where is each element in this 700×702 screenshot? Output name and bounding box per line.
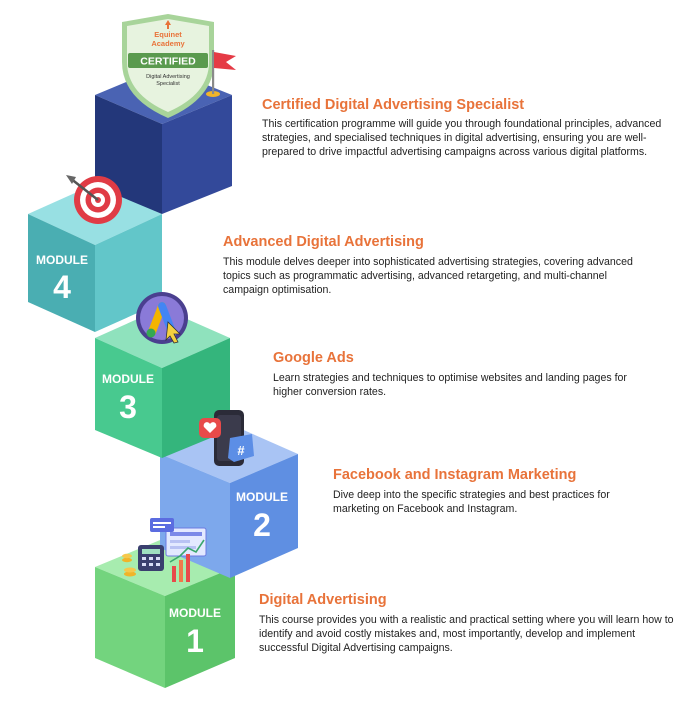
- module-2-number: 2: [253, 507, 271, 543]
- module-4-label: MODULE: [36, 253, 88, 267]
- module-1-number: 1: [186, 623, 204, 659]
- hashtag-icon: #: [237, 443, 245, 458]
- module-3-description: Learn strategies and techniques to optim…: [273, 372, 627, 399]
- module-4-title: Advanced Digital Advertising: [223, 234, 424, 250]
- module-3-number: 3: [119, 389, 137, 425]
- module-4-number: 4: [53, 269, 71, 305]
- cert-title: Certified Digital Advertising Specialist: [262, 97, 525, 113]
- module-3-label: MODULE: [102, 372, 154, 386]
- module-3-title: Google Ads: [273, 350, 354, 366]
- badge-ribbon: CERTIFIED: [140, 56, 196, 68]
- cert-description: This certification programme will guide …: [262, 118, 662, 159]
- module-2-description: Dive deep into the specific strategies a…: [333, 489, 610, 516]
- module-2-title: Facebook and Instagram Marketing: [333, 467, 577, 483]
- module-1-title: Digital Advertising: [259, 592, 387, 608]
- module-1-description: This course provides you with a realisti…: [259, 614, 674, 655]
- badge-caption-line2: Specialist: [156, 81, 180, 87]
- module-1-label: MODULE: [169, 606, 221, 620]
- flag-icon: [206, 50, 236, 97]
- google-ads-icon: [136, 292, 188, 344]
- badge-caption-line1: Digital Advertising: [146, 74, 190, 80]
- module-2-label: MODULE: [236, 490, 288, 504]
- badge-brand-line1: Equinet: [154, 30, 182, 39]
- heart-icon: [203, 422, 217, 433]
- academy-logo-icon: [165, 20, 171, 29]
- badge-brand-line2: Academy: [151, 39, 185, 48]
- social-phone-icon: #: [199, 410, 254, 466]
- module-4-description: This module delves deeper into sophistic…: [223, 256, 633, 297]
- certified-badge: Equinet Academy CERTIFIED Digital Advert…: [122, 14, 214, 118]
- analytics-dashboard-icon: [122, 518, 207, 582]
- target-icon: [66, 175, 122, 224]
